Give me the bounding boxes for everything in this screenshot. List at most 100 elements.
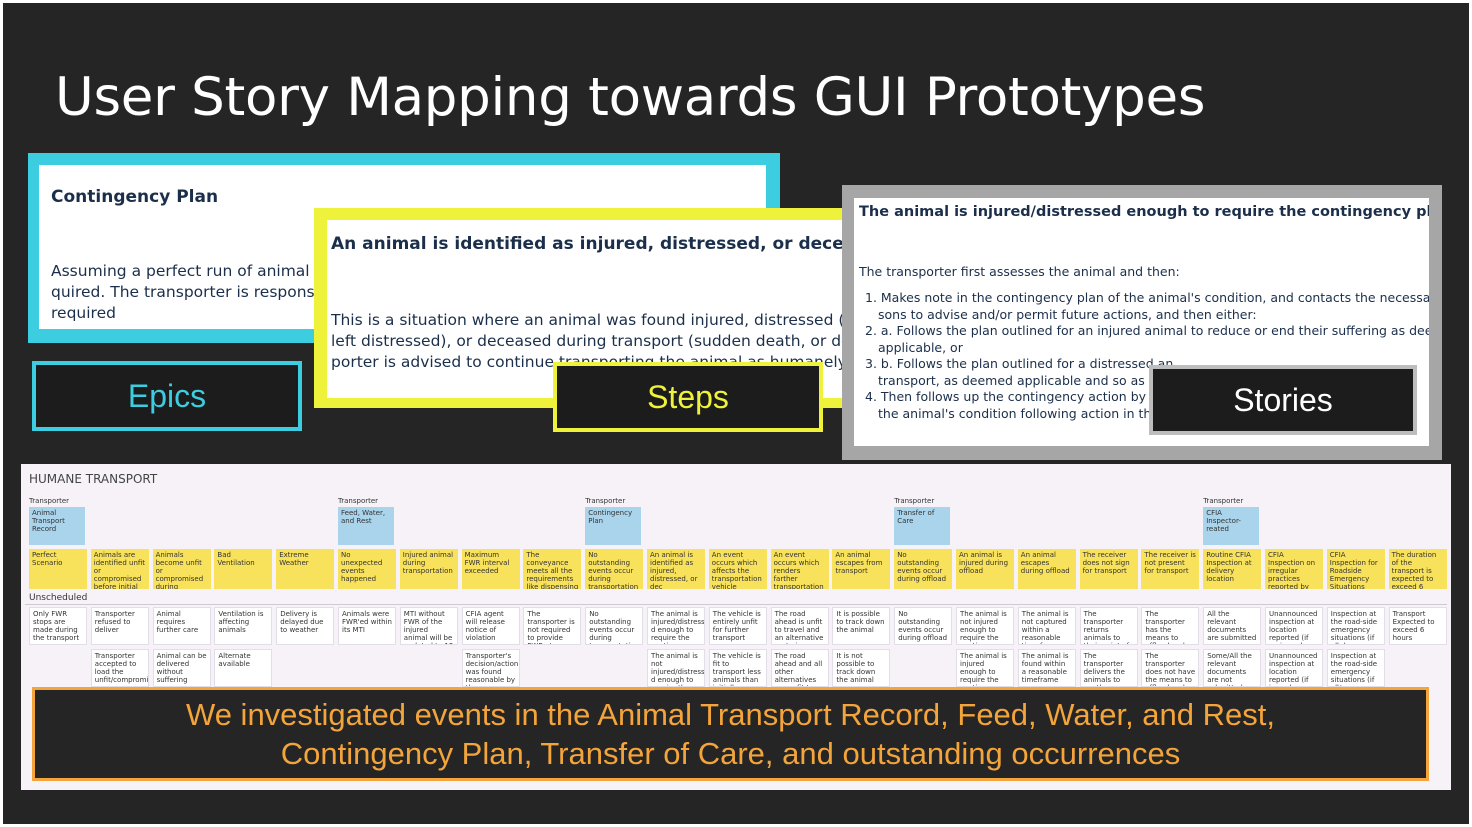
step-note[interactable]: An event occurs which affects the transp… xyxy=(708,549,767,589)
step-note[interactable]: Injured animal during transportation xyxy=(399,549,458,589)
story-note[interactable]: The transporter has the means to offload… xyxy=(1141,607,1200,645)
story-note[interactable]: Delivery is delayed due to weather xyxy=(276,607,335,645)
story-step: 1. Makes note in the contingency plan of… xyxy=(865,290,1429,305)
step-note[interactable]: The receiver is not present for transpor… xyxy=(1141,549,1200,589)
story-note[interactable]: The animal is injured/distresse d enough… xyxy=(647,607,705,645)
story-note[interactable]: Animals were FWR'ed within its MTI xyxy=(338,607,396,645)
story-note[interactable]: Inspection at the road-side emergency si… xyxy=(1326,649,1385,687)
story-card-title: The animal is injured/distressed enough … xyxy=(859,204,1429,220)
step-note[interactable]: Animals become unfit or compromised duri… xyxy=(152,549,211,589)
story-step: 2. a. Follows the plan outlined for an i… xyxy=(865,323,1429,338)
step-note[interactable]: An event occurs which renders farther tr… xyxy=(770,549,829,589)
story-step: sons to advise and/or permit future acti… xyxy=(878,306,1257,322)
story-step: transport, as deemed applicable and so a… xyxy=(878,372,1174,388)
story-note[interactable]: The animal is not injured enough to requ… xyxy=(956,607,1014,645)
stories-label: Stories xyxy=(1149,365,1417,435)
steps-label: Steps xyxy=(553,362,823,432)
story-step: 3. b. Follows the plan outlined for a di… xyxy=(865,356,1174,371)
story-note[interactable]: Transporter accepted to load the unfit/c… xyxy=(90,649,149,687)
story-note[interactable]: All the relevant documents are submitted xyxy=(1203,607,1262,645)
epic-note[interactable]: Transfer of Care xyxy=(894,507,951,545)
step-note[interactable]: Maximum FWR interval exceeded xyxy=(461,549,520,589)
story-note[interactable]: The animal is not captured within a reas… xyxy=(1017,607,1076,645)
story-note[interactable]: Some/All the relevant documents are not … xyxy=(1203,649,1262,687)
story-note[interactable]: CFIA agent will release notice of violat… xyxy=(461,607,520,645)
release-label: Unscheduled xyxy=(29,593,88,603)
story-note[interactable]: No outstanding events occur during trans… xyxy=(585,607,644,645)
actor-label: Transporter xyxy=(1203,497,1244,505)
step-note[interactable]: An animal is identified as injured, dist… xyxy=(647,549,705,589)
story-card-steps: 1. Makes note in the contingency plan of… xyxy=(859,290,1429,422)
story-note[interactable]: No outstanding events occur during offlo… xyxy=(894,607,953,645)
epic-card-title: Contingency Plan xyxy=(51,187,219,207)
step-note[interactable]: The receiver does not sign for transport xyxy=(1079,549,1138,589)
story-note[interactable]: The animal is injured enough to require … xyxy=(956,649,1014,687)
story-note[interactable]: Transport Expected to exceed 6 hours xyxy=(1388,607,1447,645)
step-note[interactable]: No unexpected events happened xyxy=(338,549,396,589)
story-note[interactable]: Only FWR stops are made during the trans… xyxy=(29,607,87,645)
epic-note[interactable]: CFIA Inspector-reated xyxy=(1203,507,1260,545)
story-note[interactable]: MTI without FWR of the injured animal wi… xyxy=(399,607,458,645)
story-note[interactable]: The vehicle is fit to transport less ani… xyxy=(708,649,767,687)
release-divider xyxy=(25,604,1447,605)
story-note[interactable]: The transporter does not have the means … xyxy=(1141,649,1200,687)
step-note[interactable]: Perfect Scenario xyxy=(29,549,87,589)
story-note[interactable]: The road ahead and all other alternative… xyxy=(770,649,829,687)
step-card-line: This is a situation where an animal was … xyxy=(331,311,874,329)
story-step: applicable, or xyxy=(878,339,963,355)
epic-card-line: quired. The transporter is responsible xyxy=(51,283,343,301)
story-step: the animal's condition following action … xyxy=(878,405,1170,421)
story-note[interactable]: The transporter delivers the animals to … xyxy=(1079,649,1138,687)
story-note[interactable]: Animal requires further care xyxy=(152,607,211,645)
step-note[interactable]: Routine CFIA Inspection at delivery loca… xyxy=(1203,549,1262,589)
story-note[interactable]: Alternate available xyxy=(214,649,273,687)
story-note[interactable]: Ventilation is affecting animals xyxy=(214,607,273,645)
slide-title: User Story Mapping towards GUI Prototype… xyxy=(55,67,1206,128)
story-note[interactable]: The animal is found within a reasonable … xyxy=(1017,649,1076,687)
story-note[interactable]: The transporter returns animals to their… xyxy=(1079,607,1138,645)
story-note[interactable]: It is possible to track down the animal xyxy=(832,607,891,645)
step-note[interactable]: No outstanding events occur during offlo… xyxy=(894,549,953,589)
caption-box: We investigated events in the Animal Tra… xyxy=(32,687,1429,781)
story-card-intro: The transporter first assesses the anima… xyxy=(859,264,1180,279)
step-note[interactable]: The conveyance meets all the requirement… xyxy=(523,549,582,589)
story-step: 4. Then follows up the contingency actio… xyxy=(865,389,1177,404)
step-note[interactable]: No outstanding events occur during trans… xyxy=(585,549,644,589)
story-note[interactable]: Transporter's decision/action was found … xyxy=(461,649,520,687)
step-note[interactable]: Extreme Weather xyxy=(276,549,335,589)
story-note[interactable]: Animal can be delivered without sufferin… xyxy=(152,649,211,687)
step-note[interactable]: An animal escapes during offload xyxy=(1017,549,1076,589)
actor-label: Transporter xyxy=(29,497,70,505)
actor-label: Transporter xyxy=(338,497,379,505)
step-note[interactable]: An animal is injured during offload xyxy=(956,549,1014,589)
story-note[interactable]: The animal is not injured/distresse d en… xyxy=(647,649,705,687)
epic-card-line: Assuming a perfect run of animal tran xyxy=(51,262,347,280)
actor-label: Transporter xyxy=(585,497,626,505)
step-note[interactable]: Animals are identified unfit or compromi… xyxy=(90,549,149,589)
story-note[interactable]: Transporter refused to deliver xyxy=(90,607,149,645)
epic-note[interactable]: Animal Transport Record xyxy=(29,507,85,545)
epic-card-text: Assuming a perfect run of animal tran qu… xyxy=(51,261,766,324)
story-note[interactable]: Unannounced inspection at location repor… xyxy=(1265,649,1323,687)
board-title: HUMANE TRANSPORT xyxy=(29,472,158,486)
story-note[interactable]: The vehicle is entirely unfit for furthe… xyxy=(708,607,767,645)
step-note[interactable]: The duration of the transport is expecte… xyxy=(1388,549,1447,589)
story-note[interactable]: The transporter is not required to provi… xyxy=(523,607,582,645)
step-note[interactable]: An animal escapes from transport xyxy=(832,549,891,589)
step-note[interactable]: Bad Ventilation xyxy=(214,549,273,589)
story-card-body: The animal is injured/distressed enough … xyxy=(854,198,1429,446)
story-note[interactable]: Inspection at the road-side emergency si… xyxy=(1326,607,1385,645)
actor-label: Transporter xyxy=(894,497,935,505)
step-card-title: An animal is identified as injured, dist… xyxy=(331,234,874,254)
epic-note[interactable]: Feed, Water, and Rest xyxy=(338,507,394,545)
step-card-line: left distressed), or deceased during tra… xyxy=(331,332,874,350)
step-note[interactable]: CFIA Inspection on irregular practices r… xyxy=(1265,549,1323,589)
epic-note[interactable]: Contingency Plan xyxy=(585,507,642,545)
story-note[interactable]: It is not possible to track down the ani… xyxy=(832,649,891,687)
story-note[interactable]: The road ahead is unfit to travel and an… xyxy=(770,607,829,645)
epics-label: Epics xyxy=(32,361,302,431)
step-note[interactable]: CFIA Inspection for Roadside Emergency S… xyxy=(1326,549,1385,589)
story-note[interactable]: Unannounced inspection at location repor… xyxy=(1265,607,1323,645)
slide: User Story Mapping towards GUI Prototype… xyxy=(3,3,1469,824)
